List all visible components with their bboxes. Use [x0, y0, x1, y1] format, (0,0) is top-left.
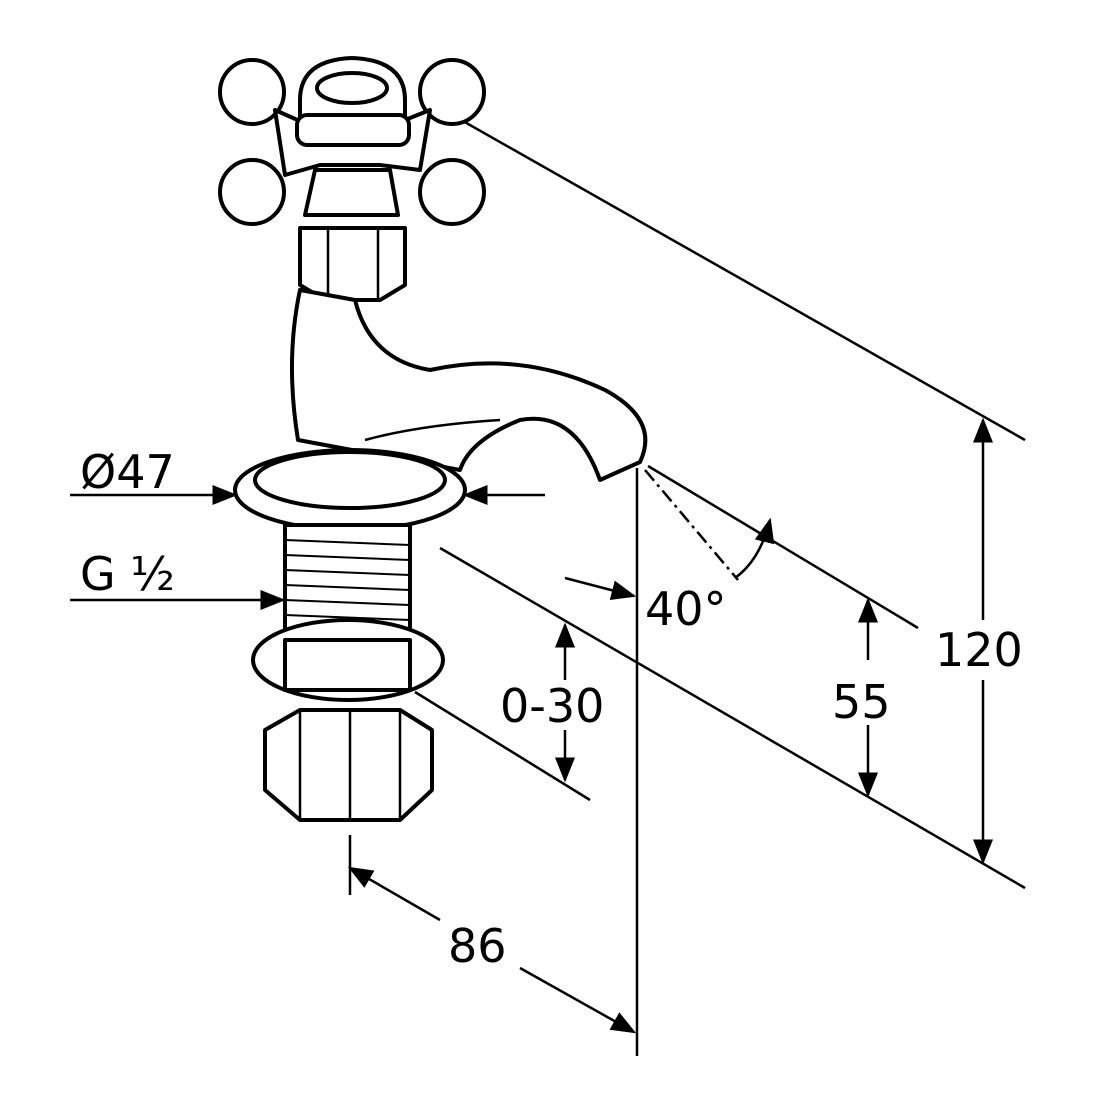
- extension-lines: [348, 106, 1026, 1056]
- total-height-label: 120: [935, 623, 1023, 677]
- faucet: [218, 56, 648, 822]
- flange-diameter-label: Ø47: [80, 445, 175, 499]
- projection-label: 86: [448, 919, 507, 973]
- dimension-arrows: [70, 417, 993, 1034]
- spout-angle-label: 40°: [645, 582, 727, 636]
- thread-label: G ½: [80, 547, 175, 601]
- clamping-range-label: 0-30: [500, 679, 604, 733]
- spout-height-label: 55: [832, 675, 891, 729]
